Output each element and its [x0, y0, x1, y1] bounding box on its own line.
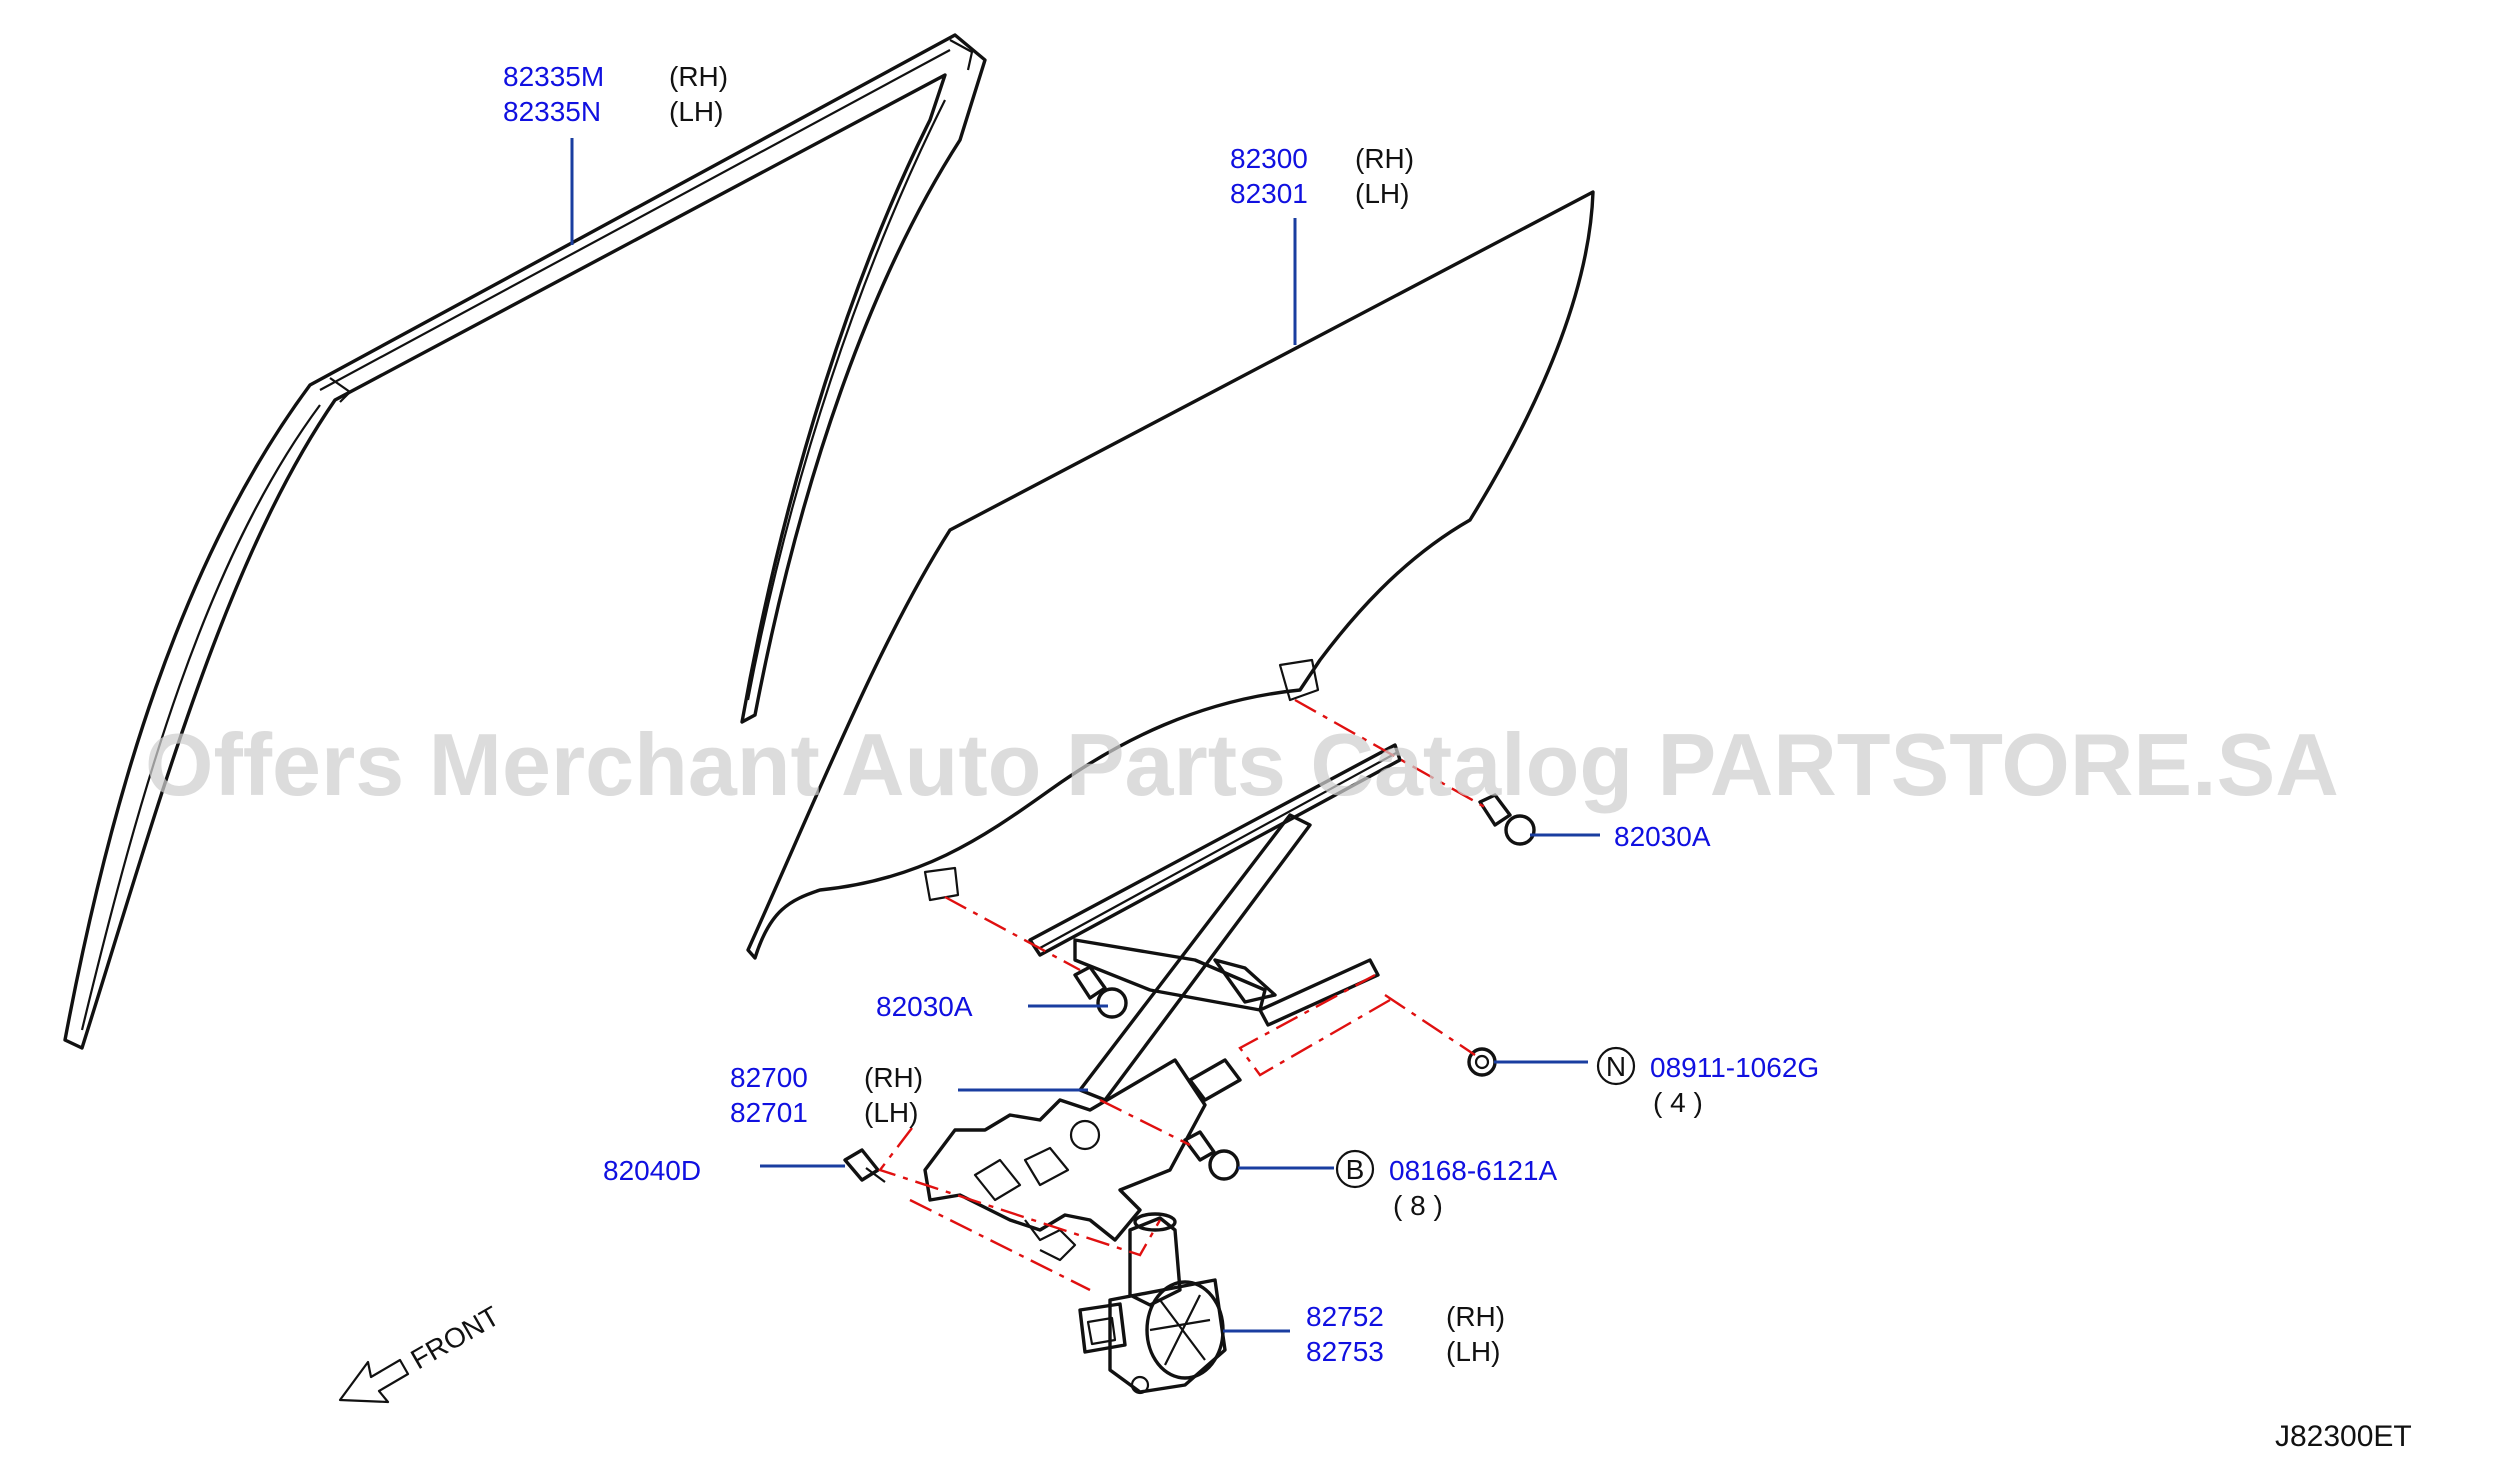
- bolt-82030a-lower: [1073, 965, 1128, 1019]
- callout-08911-1062g[interactable]: N 08911-1062G ( 4 ): [1596, 1046, 1819, 1118]
- part-number-82701[interactable]: 82701: [730, 1097, 808, 1128]
- side-rh: (RH): [669, 61, 728, 92]
- part-number-08168-6121a[interactable]: 08168-6121A: [1389, 1155, 1557, 1186]
- badge-n: N: [1606, 1051, 1626, 1082]
- diagram-code: J82300ET: [2275, 1420, 2412, 1453]
- door-sash-channel: [63, 33, 987, 1050]
- part-number-82335m[interactable]: 82335M: [503, 61, 604, 92]
- quantity: ( 4 ): [1653, 1087, 1703, 1118]
- part-number-82040d[interactable]: 82040D: [603, 1155, 701, 1186]
- bolt-82030a-upper: [1478, 793, 1536, 846]
- part-number-82335n[interactable]: 82335N: [503, 96, 601, 127]
- side-lh: (LH): [1355, 178, 1409, 209]
- callout-82335[interactable]: 82335M (RH) 82335N (LH): [503, 61, 728, 127]
- door-glass: [746, 190, 1595, 960]
- part-number-82030a-lower[interactable]: 82030A: [876, 991, 973, 1022]
- watermark: Offers Merchant Auto Parts Catalog PARTS…: [145, 715, 2339, 814]
- side-lh: (LH): [1446, 1336, 1500, 1367]
- alignment-lines: [878, 698, 1491, 1292]
- callout-82752[interactable]: 82752 (RH) 82753 (LH): [1306, 1301, 1505, 1367]
- badge-circle: [1335, 1149, 1375, 1189]
- front-label: FRONT: [406, 1300, 505, 1375]
- side-rh: (RH): [1446, 1301, 1505, 1332]
- side-lh: (LH): [669, 96, 723, 127]
- side-rh: (RH): [864, 1062, 923, 1093]
- callout-82300[interactable]: 82300 (RH) 82301 (LH): [1230, 143, 1414, 209]
- part-number-82030a-upper[interactable]: 82030A: [1614, 821, 1711, 852]
- part-number-82700[interactable]: 82700: [730, 1062, 808, 1093]
- part-number-82301[interactable]: 82301: [1230, 178, 1308, 209]
- callout-82700[interactable]: 82700 (RH) 82701 (LH): [730, 1062, 923, 1128]
- part-number-08911-1062g[interactable]: 08911-1062G: [1650, 1052, 1819, 1083]
- side-rh: (RH): [1355, 143, 1414, 174]
- front-direction-indicator: FRONT: [338, 1300, 505, 1404]
- leader-lines: [570, 138, 1600, 1333]
- part-number-82752[interactable]: 82752: [1306, 1301, 1384, 1332]
- badge-circle: [1596, 1046, 1636, 1086]
- badge-b: B: [1346, 1154, 1365, 1185]
- window-regulator: [923, 743, 1402, 1262]
- callout-08168-6121a[interactable]: B 08168-6121A ( 8 ): [1335, 1149, 1557, 1221]
- regulator-motor: [1078, 1212, 1227, 1395]
- bolt-08168-6121a: [1183, 1130, 1240, 1181]
- part-number-82753[interactable]: 82753: [1306, 1336, 1384, 1367]
- part-number-82300[interactable]: 82300: [1230, 143, 1308, 174]
- bolt-82040d: [843, 1148, 886, 1183]
- side-lh: (LH): [864, 1097, 918, 1128]
- front-arrow-icon: [338, 1358, 410, 1404]
- quantity: ( 8 ): [1393, 1190, 1443, 1221]
